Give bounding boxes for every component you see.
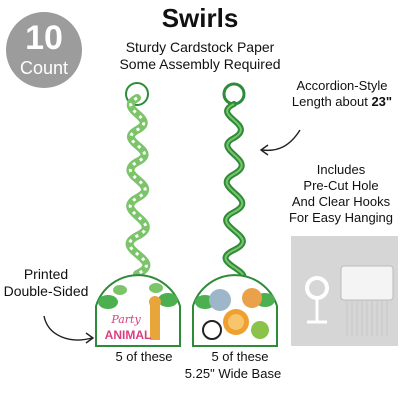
accordion-note-prefix: Length about xyxy=(291,94,372,109)
page-title: Swirls xyxy=(161,3,239,33)
left-card-word-animal: ANIMAL xyxy=(105,328,152,342)
hooks-image xyxy=(291,236,398,346)
right-swirl xyxy=(222,82,247,287)
accordion-note: Accordion-Style Length about 23" xyxy=(284,78,400,110)
subtitle-line-2: Some Assembly Required xyxy=(119,56,281,72)
subtitle-line-1: Sturdy Cardstock Paper xyxy=(125,39,275,55)
right-caption: 5 of these xyxy=(211,349,269,364)
left-card-word-party: Party xyxy=(110,313,141,326)
printed-note-line-2: Double-Sided xyxy=(3,283,89,299)
accordion-note-length: 23" xyxy=(371,94,393,109)
left-caption: 5 of these xyxy=(115,349,173,364)
count-label: Count xyxy=(19,58,69,78)
hooks-note-line-2: Pre-Cut Hole xyxy=(303,178,379,193)
left-swirl xyxy=(125,82,151,278)
accordion-arrow xyxy=(261,129,301,152)
base-width-caption: 5.25" Wide Base xyxy=(184,366,282,381)
printed-arrowhead xyxy=(85,332,95,344)
right-card xyxy=(192,274,278,347)
left-card: Party ANIMAL xyxy=(95,274,181,347)
count-badge: 10 Count xyxy=(6,12,82,88)
accordion-note-line-1: Accordion-Style xyxy=(296,78,388,93)
printed-arrow xyxy=(43,315,93,341)
count-number: 10 xyxy=(25,19,63,57)
accordion-arrowhead xyxy=(259,144,269,156)
hooks-note: Includes Pre-Cut Hole And Clear Hooks Fo… xyxy=(282,162,400,226)
hooks-note-line-3: And Clear Hooks xyxy=(291,194,391,209)
hooks-note-line-4: For Easy Hanging xyxy=(288,210,394,225)
printed-note-line-1: Printed xyxy=(23,266,69,282)
hooks-photo xyxy=(291,236,398,346)
printed-note: Printed Double-Sided xyxy=(0,266,92,300)
accordion-note-line-2: Length about 23" xyxy=(284,94,400,110)
hooks-note-line-1: Includes xyxy=(316,162,366,177)
